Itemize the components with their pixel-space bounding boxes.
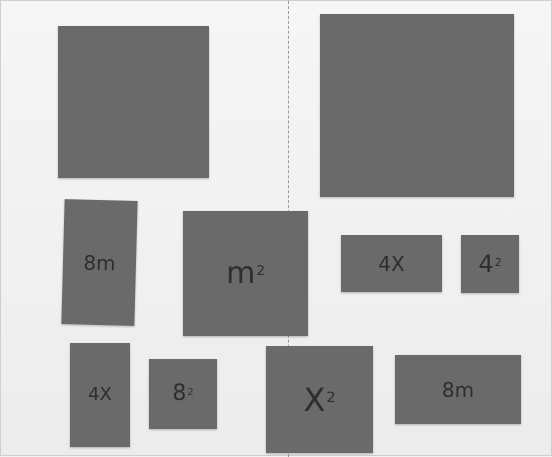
tile-exponent: 2 — [187, 388, 193, 398]
tile-exponent: 2 — [495, 258, 502, 269]
tile-exponent: 2 — [326, 391, 335, 405]
tile-label: 4X — [88, 386, 112, 404]
tile-8m-vertical: 8m — [61, 199, 137, 326]
tile-base: m — [226, 259, 255, 289]
tile-4x-horizontal: 4X — [341, 235, 442, 292]
tile-label: 8m — [442, 380, 474, 400]
blank-large-square-left — [58, 26, 209, 178]
tile-base: X — [303, 384, 325, 416]
tile-base: 4 — [478, 252, 493, 276]
blank-large-square-right — [320, 14, 514, 197]
tile-base: 8 — [172, 383, 186, 405]
tile-4x-vertical: 4X — [70, 343, 130, 447]
tile-exponent: 2 — [256, 265, 265, 279]
tile-label: 4X — [378, 254, 404, 274]
tile-label: 8m — [83, 252, 116, 273]
tile-8m-horizontal: 8m — [395, 355, 521, 424]
